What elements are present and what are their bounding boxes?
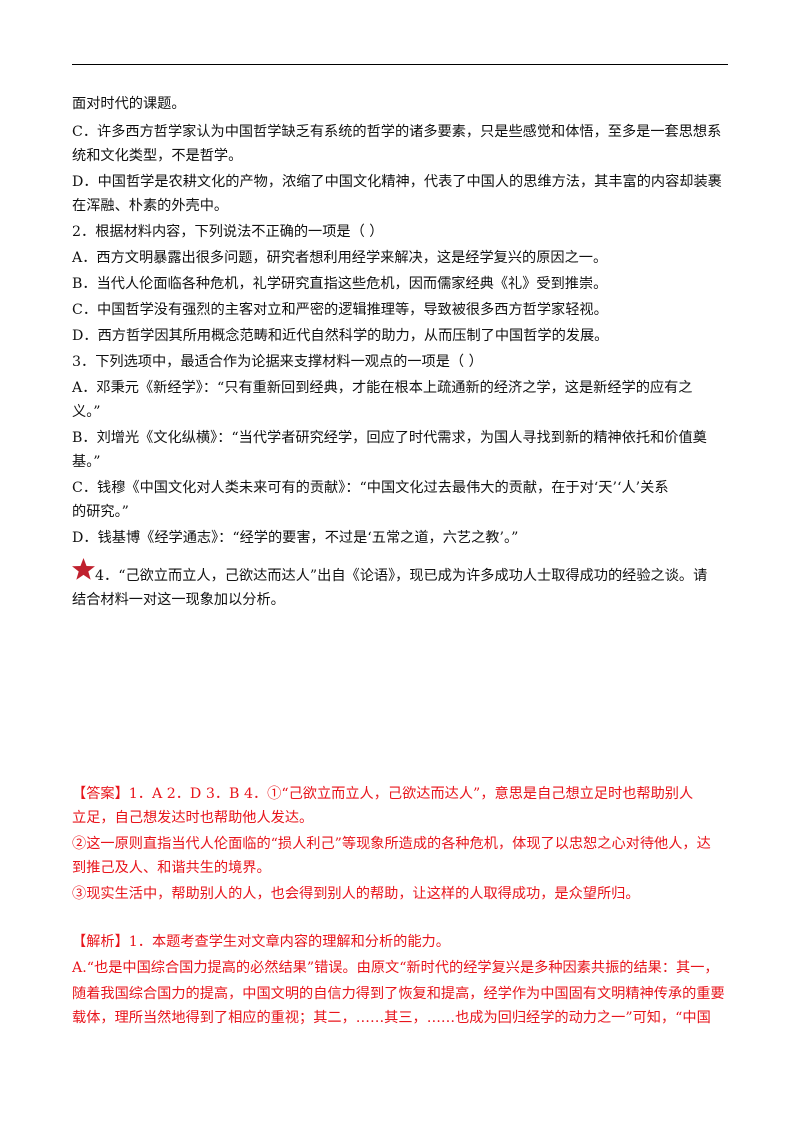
answer-line: ②这一原则直指当代人伦面临的“损人利己”等现象所造成的各种危机，体现了以忠恕之心… (72, 836, 711, 852)
q4-line: 结合材料一对这一现象加以分析。 (72, 592, 285, 608)
header-rule (72, 64, 728, 65)
analysis-line: 【解析】1．本题考查学生对文章内容的理解和分析的能力。 (72, 934, 450, 950)
answer-line: ③现实生活中，帮助别人的人，也会得到别人的帮助，让这样的人取得成功，是众望所归。 (72, 886, 640, 902)
q4-stem: 4．“己欲立而立人，己欲达而达人”出自《论语》，现已成为许多成功人士取得成功的经… (95, 568, 708, 584)
analysis-line: 载体，理所当然地得到了相应的重视；其二，……其三，……也成为回归经学的动力之一”… (72, 1010, 711, 1026)
q1-line: 面对时代的课题。 (72, 96, 186, 112)
answer-line: 【答案】1．A 2．D 3．B 4．①“己欲立而立人，己欲达而达人”，意思是自己… (72, 786, 694, 802)
q2-option-c: C．中国哲学没有强烈的主客对立和严密的逻辑推理等，导致被很多西方哲学家轻视。 (72, 302, 608, 318)
analysis-line: A.“也是中国综合国力提高的必然结果”错误。由原文“新时代的经学复兴是多种因素共… (72, 960, 719, 976)
q2-option-d: D．西方哲学因其所用概念范畴和近代自然科学的助力，从而压制了中国哲学的发展。 (72, 328, 609, 344)
q3-line: 的研究。” (72, 504, 129, 520)
answer-line: 立足，自己想发达时也帮助他人发达。 (72, 810, 314, 826)
q1-option-d: D．中国哲学是农耕文化的产物，浓缩了中国文化精神，代表了中国人的思维方法，其丰富… (72, 174, 722, 190)
q1-line: 统和文化类型，不是哲学。 (72, 148, 243, 164)
q3-option-c: C．钱穆《中国文化对人类未来可有的贡献》：“中国文化过去最伟大的贡献，在于对‘天… (72, 480, 669, 496)
q2-stem: 2．根据材料内容，下列说法不正确的一项是（ ） (72, 224, 384, 240)
q1-option-c: C．许多西方哲学家认为中国哲学缺乏有系统的哲学的诸多要素，只是些感觉和体悟，至多… (72, 124, 722, 140)
q1-line: 在浑融、朴素的外壳中。 (72, 198, 229, 214)
answer-line: 到推己及人、和谐共生的境界。 (72, 860, 271, 876)
q3-line: 基。” (72, 454, 101, 470)
q2-option-b: B．当代人伦面临各种危机，礼学研究直指这些危机，因而儒家经典《礼》受到推崇。 (72, 276, 608, 292)
q3-line: 义。” (72, 404, 101, 420)
q2-option-a: A．西方文明暴露出很多问题，研究者想利用经学来解决，这是经学复兴的原因之一。 (72, 250, 608, 266)
q3-option-d: D．钱基博《经学通志》：“经学的要害，不过是‘五常之道，六艺之教’。” (72, 530, 519, 546)
q3-option-b: B．刘增光《文化纵横》：“当代学者研究经学，回应了时代需求，为国人寻找到新的精神… (72, 430, 707, 446)
q3-option-a: A．邓秉元《新经学》：“只有重新回到经典，才能在根本上疏通新的经济之学，这是新经… (72, 380, 693, 396)
star-icon (71, 557, 96, 582)
analysis-line: 随着我国综合国力的提高，中国文明的自信力得到了恢复和提高，经学作为中国固有文明精… (72, 986, 725, 1002)
q3-stem: 3．下列选项中，最适合作为论据来支撑材料一观点的一项是（ ） (72, 354, 483, 370)
